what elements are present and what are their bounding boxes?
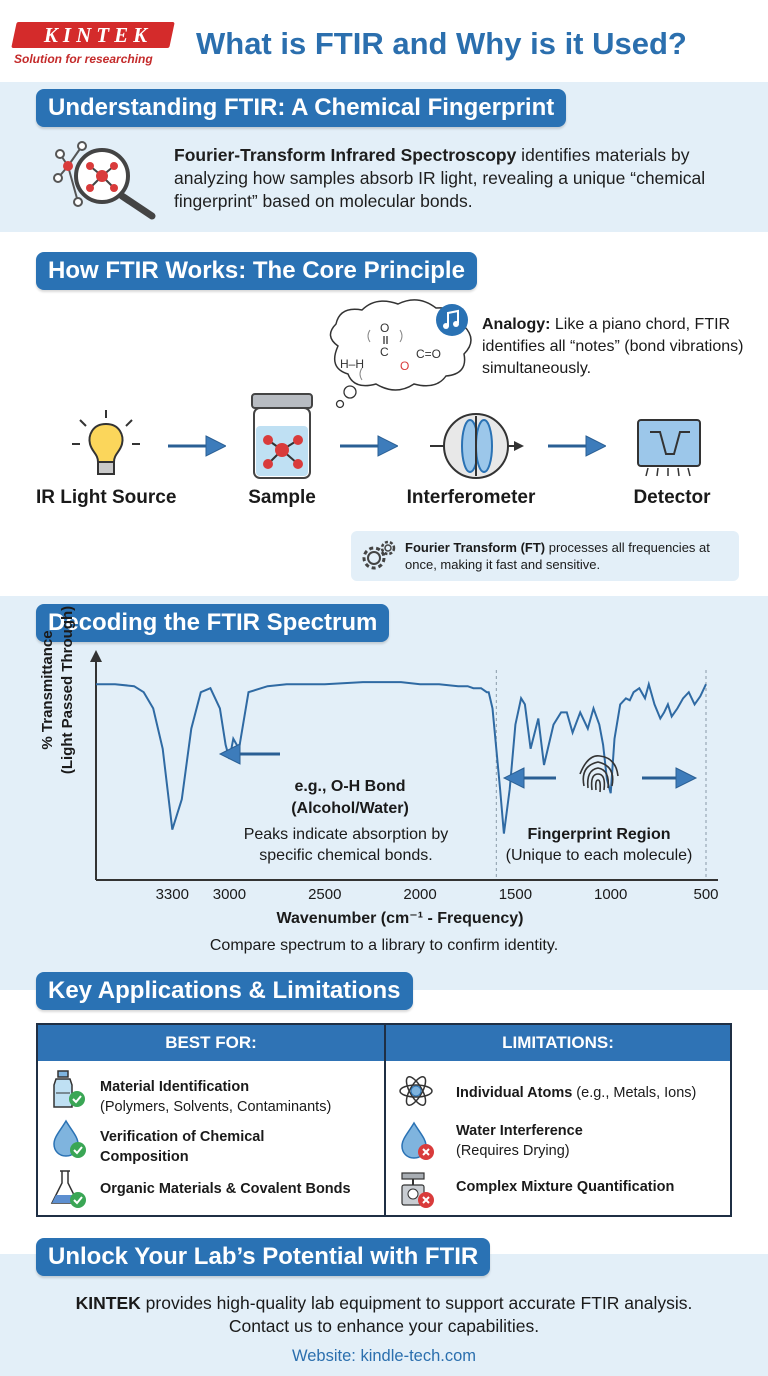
analogy-text: Analogy: Like a piano chord, FTIR identi… (482, 314, 752, 380)
oh-bond-line2: (Alcohol/Water) (291, 800, 409, 817)
thought-o-mid: O (400, 359, 409, 373)
x-tick-label: 1500 (498, 886, 533, 903)
section-heading-cta: Unlock Your Lab’s Potential with FTIR (36, 1238, 491, 1276)
step-label-sample: Sample (248, 487, 316, 508)
flask-check-icon (50, 1170, 86, 1208)
best-for-item-1: Material Identification (Polymers, Solve… (100, 1077, 380, 1117)
spectrum-series-line (96, 680, 707, 834)
section-heading-how-it-works: How FTIR Works: The Core Principle (36, 252, 477, 290)
scale-x-icon (401, 1172, 434, 1208)
best-for-item-3: Organic Materials & Covalent Bonds (100, 1179, 380, 1199)
thought-bubble: O C H–H O C=O (329, 299, 472, 409)
best-for-item-2-title: Verification of Chemical Composition (100, 1129, 265, 1165)
best-for-item-3-title: Organic Materials & Covalent Bonds (100, 1181, 351, 1197)
header: KINTEK Solution for researching What is … (0, 0, 768, 82)
flow-arrow-2 (340, 435, 398, 457)
lightbulb-icon (72, 410, 140, 475)
step-label-ir-source: IR Light Source (36, 487, 177, 508)
y-axis-arrowhead (90, 650, 102, 662)
oh-bond-arrow (218, 743, 280, 765)
detector-icon (637, 419, 701, 477)
ftir-definition: Fourier-Transform Infrared Spectroscopy … (174, 144, 734, 213)
cta-brand: KINTEK (75, 1293, 141, 1313)
section-heading-understanding: Understanding FTIR: A Chemical Fingerpri… (36, 89, 567, 127)
molecule-magnifier-icon (53, 141, 156, 220)
best-for-item-1-sub: (Polymers, Solvents, Contaminants) (100, 1099, 332, 1115)
ftir-definition-bold: Fourier-Transform Infrared Spectroscopy (174, 145, 517, 165)
sample-jar-icon (251, 393, 313, 479)
ft-note-bold: Fourier Transform (FT) (405, 540, 546, 555)
spectrum-chart (90, 650, 718, 881)
drop-check-icon (53, 1119, 86, 1158)
cta-text-rest: provides high-quality lab equipment to s… (140, 1293, 693, 1313)
section-spectrum (0, 596, 768, 990)
step-label-detector: Detector (633, 487, 711, 508)
ftir-definition-rest: identifies materials by analyzing how sa… (174, 145, 706, 211)
limitation-item-1: Individual Atoms (e.g., Metals, Ions) (456, 1083, 726, 1103)
fingerprint-region-sub: (Unique to each molecule) (505, 847, 693, 864)
cta-text-line2: Contact us to enhance your capabilities. (228, 1316, 540, 1336)
peaks-explanation-line1: Peaks indicate absorption by (243, 826, 449, 843)
x-tick-label: 2500 (308, 886, 342, 903)
limitation-item-1-title: Individual Atoms (456, 1085, 573, 1101)
x-axis-label: Wavenumber (cm⁻¹ - Frequency) (276, 910, 524, 927)
peaks-explanation-line2: specific chemical bonds. (259, 847, 433, 864)
flow-arrow-1 (168, 435, 226, 457)
x-tick-label: 3000 (212, 886, 247, 903)
y-axis-label-line1: % Transmittance (39, 630, 56, 750)
limitation-item-3: Complex Mixture Quantification (456, 1177, 726, 1197)
fingerprint-icon (579, 755, 619, 793)
gears-icon (362, 540, 396, 570)
logo[interactable]: KINTEK (43, 23, 153, 47)
limitation-item-2-sub: (Requires Drying) (456, 1143, 570, 1159)
ft-note-text: Fourier Transform (FT) processes all fre… (405, 539, 739, 573)
analogy-rest: Like a piano chord, FTIR identifies all … (482, 316, 744, 377)
table-divider (384, 1025, 386, 1215)
applications-table: BEST FOR: LIMITATIONS: Material Identifi… (36, 1023, 732, 1217)
x-tick-label: 500 (693, 886, 719, 903)
fingerprint-region-title: Fingerprint Region (527, 826, 671, 843)
drop-x-icon (401, 1121, 434, 1160)
fingerprint-arrow-left (502, 767, 556, 789)
page-title: What is FTIR and Why is it Used? (196, 26, 687, 61)
fingerprint-arrow-right (642, 767, 698, 789)
cta-text-line1: KINTEK provides high-quality lab equipme… (0, 1291, 768, 1315)
limitation-item-2-title: Water Interference (456, 1123, 583, 1139)
step-label-interferometer: Interferometer (406, 487, 536, 508)
ft-note (351, 531, 739, 581)
x-tick-label: 2000 (403, 886, 437, 903)
section-heading-applications: Key Applications & Limitations (36, 972, 413, 1010)
best-for-header: BEST FOR: (38, 1025, 384, 1061)
thought-c: C (380, 345, 389, 359)
atom-icon (399, 1076, 433, 1106)
thought-co: C=O (416, 347, 441, 361)
ft-note-rest: processes all frequencies at once, makin… (405, 540, 710, 572)
limitation-item-3-title: Complex Mixture Quantification (456, 1179, 675, 1195)
analogy-bold: Analogy: (482, 316, 551, 333)
best-for-item-2: Verification of Chemical Composition (100, 1127, 380, 1167)
oh-bond-line1: e.g., O-H Bond (294, 778, 406, 795)
limitation-item-2: Water Interference (Requires Drying) (456, 1121, 726, 1161)
thought-h: H–H (340, 357, 364, 371)
x-tick-label: 1000 (594, 886, 628, 903)
limitations-header: LIMITATIONS: (386, 1025, 730, 1061)
section-heading-spectrum: Decoding the FTIR Spectrum (36, 604, 390, 642)
thought-o-top: O (380, 321, 389, 335)
best-for-item-1-title: Material Identification (100, 1079, 250, 1095)
flow-arrow-3 (548, 435, 606, 457)
limitation-item-1-sub: (e.g., Metals, Ions) (572, 1085, 697, 1101)
peaks-explanation: Peaks indicate absorption by specific ch… (228, 824, 464, 866)
music-note-icon (436, 304, 468, 336)
y-axis-label-line2: (Light Passed Through) (59, 605, 76, 775)
website-link[interactable]: Website: kindle-tech.com (291, 1347, 477, 1365)
oh-bond-label: e.g., O-H Bond (Alcohol/Water) (270, 776, 430, 820)
interferometer-icon (430, 413, 524, 479)
logo-tagline: Solution for researching (14, 52, 153, 66)
x-tick-label: 3300 (155, 886, 189, 903)
bottle-check-icon (53, 1070, 85, 1108)
spectrum-caption: Compare spectrum to a library to confirm… (209, 937, 559, 954)
